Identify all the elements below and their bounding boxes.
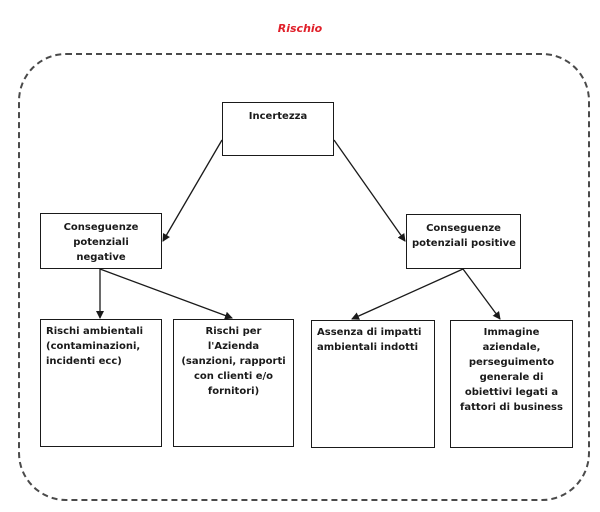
node-text-line: Assenza di impatti [317, 327, 422, 338]
node-text-line: aziendale, [482, 342, 541, 353]
node-conseguenze-positive: Conseguenze potenziali positive [406, 214, 521, 269]
node-text-line: generale di [479, 372, 544, 383]
node-text-line: Immagine [483, 327, 540, 338]
node-text-line: l'Azienda [207, 341, 260, 352]
node-incertezza: Incertezza [222, 102, 334, 156]
node-text-line: Conseguenze [426, 223, 501, 234]
diagram-title: Rischio [277, 22, 323, 35]
dashed-rounded-frame [18, 53, 590, 501]
node-text-line: fornitori) [207, 386, 260, 397]
node-text-line: Rischi ambientali [46, 326, 144, 337]
node-conseguenze-negative: Conseguenze potenziali negative [40, 213, 162, 269]
node-text-line: perseguimento [468, 357, 555, 368]
node-rischi-ambientali: Rischi ambientali (contaminazioni, incid… [40, 319, 162, 447]
node-text-line: incidenti ecc) [46, 356, 122, 367]
node-text-line: Incertezza [248, 111, 308, 122]
node-text-line: (contaminazioni, [46, 341, 141, 352]
node-text-line: ambientali indotti [317, 342, 419, 353]
node-immagine-aziendale: Immagine aziendale, perseguimento genera… [450, 320, 573, 448]
node-text-line: Conseguenze [63, 222, 139, 233]
node-text-line: potenziali [73, 237, 129, 248]
node-text-line: con clienti e/o [193, 371, 274, 382]
node-text-line: (sanzioni, rapporti [181, 356, 286, 367]
node-text-line: obiettivi legati a [464, 387, 559, 398]
node-assenza-impatti: Assenza di impatti ambientali indotti [311, 320, 435, 448]
node-text-line: potenziali positive [412, 238, 516, 249]
node-rischi-azienda: Rischi per l'Azienda (sanzioni, rapporti… [173, 319, 294, 447]
node-text-line: fattori di business [460, 402, 563, 413]
node-text-line: Rischi per [205, 326, 262, 337]
node-text-line: negative [76, 252, 126, 263]
